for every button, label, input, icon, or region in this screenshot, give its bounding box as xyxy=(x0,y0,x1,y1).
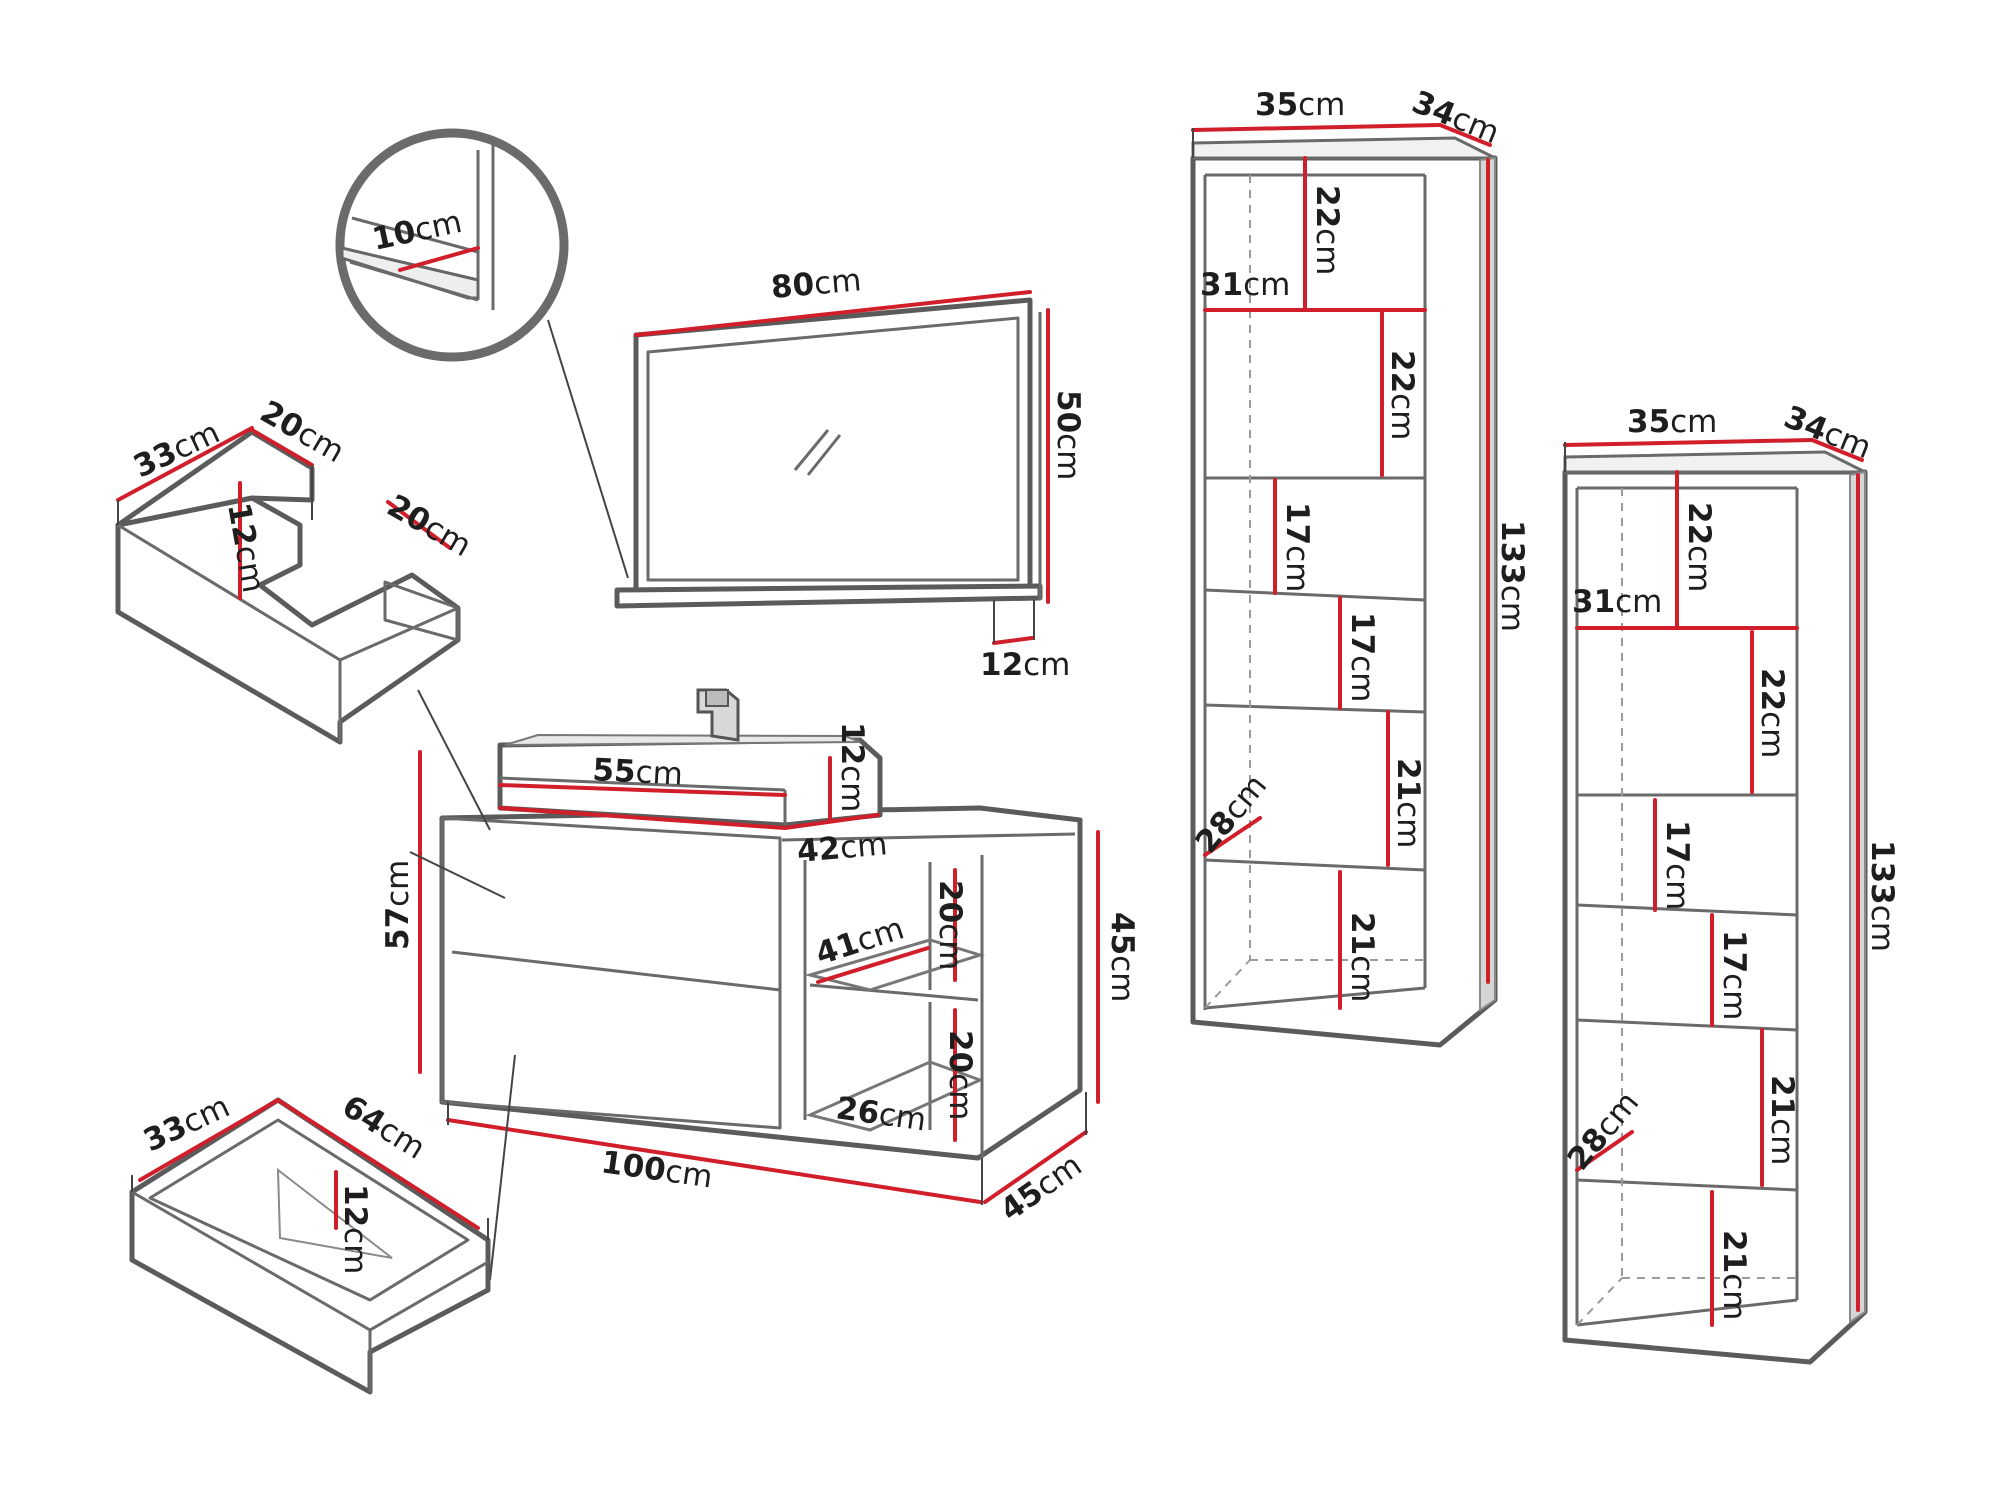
tall2-shelf3-label: 17cm xyxy=(1659,820,1695,910)
mirror-shelf-depth-label: 12cm xyxy=(980,647,1070,683)
cabinet-width-label: 100cm xyxy=(599,1144,715,1195)
cabinet-side-height-label: 45cm xyxy=(1104,912,1140,1002)
basin-depth-label: 42cm xyxy=(796,826,889,870)
bottom-drawer xyxy=(129,1097,491,1395)
top-drawer xyxy=(115,426,461,745)
tall1-shelf3-label: 17cm xyxy=(1279,502,1315,592)
faucet-icon xyxy=(696,688,740,742)
tall1-inner-width-label: 31cm xyxy=(1200,267,1290,303)
tall2-shelf1-label: 22cm xyxy=(1681,502,1717,592)
mirror xyxy=(614,290,1050,645)
cabinet-lower-shelf-width-label: 26cm xyxy=(834,1090,929,1138)
mirror-height-label: 50cm xyxy=(1050,390,1086,480)
tall1-shelf5-label: 21cm xyxy=(1390,758,1426,848)
mirror-detail-magnifier-icon xyxy=(335,128,629,579)
cabinet-upper-shelf-height-label: 20cm xyxy=(932,880,968,970)
tall2-shelf4-label: 17cm xyxy=(1716,930,1752,1020)
tall1-shelf6-label: 21cm xyxy=(1344,912,1380,1002)
top-drawer-height-label: 12cm xyxy=(220,500,271,595)
tall1-width-label: 35cm xyxy=(1255,87,1345,123)
vanity-cabinet xyxy=(409,689,1100,1281)
bottom-drawer-height-label: 12cm xyxy=(337,1184,373,1274)
tall2-width-label: 35cm xyxy=(1627,404,1717,440)
tall1-shelf4-label: 17cm xyxy=(1344,612,1380,702)
cabinet-lower-shelf-height-label: 20cm xyxy=(942,1030,978,1120)
tall2-inner-width-label: 31cm xyxy=(1572,584,1662,620)
tall2-height-label: 133cm xyxy=(1864,840,1900,952)
cabinet-height-label: 57cm xyxy=(380,860,416,950)
tall-cabinet-1 xyxy=(1190,123,1498,1048)
tall-cabinet-2 xyxy=(1562,438,1868,1365)
zoom-shelf-depth-label: 10cm xyxy=(369,204,465,258)
top-drawer-side-depth-label: 20cm xyxy=(381,488,477,564)
tall1-height-label: 133cm xyxy=(1494,520,1530,632)
mirror-width-label: 80cm xyxy=(770,262,863,306)
tall2-shelf6-label: 21cm xyxy=(1716,1230,1752,1320)
basin-width-label: 55cm xyxy=(592,752,684,793)
tall2-shelf5-label: 21cm xyxy=(1764,1075,1800,1165)
basin-height-label: 12cm xyxy=(834,722,870,812)
tall1-shelf2-label: 22cm xyxy=(1384,350,1420,440)
tall2-shelf2-label: 22cm xyxy=(1754,668,1790,758)
tall1-shelf1-label: 22cm xyxy=(1309,185,1345,275)
